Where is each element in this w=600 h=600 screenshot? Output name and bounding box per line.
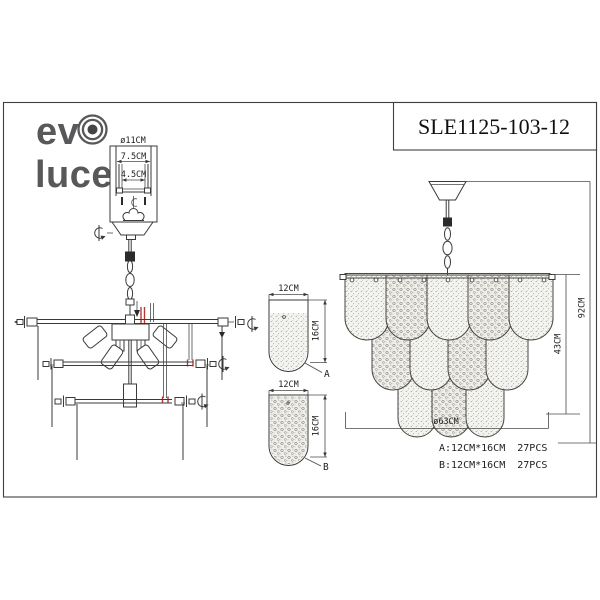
glass-petals bbox=[344, 274, 554, 438]
screw-icon bbox=[445, 277, 451, 283]
glass-petal-front bbox=[508, 274, 554, 341]
glass-petal-front bbox=[385, 274, 431, 341]
screw-icon bbox=[493, 277, 499, 283]
body-height-label: 43CM bbox=[554, 334, 564, 354]
rotation-arrow-icon bbox=[247, 315, 260, 333]
screw-icon bbox=[421, 277, 427, 283]
screw-icon bbox=[349, 277, 355, 283]
petal-a-detail: 12CM 16CM A bbox=[268, 284, 330, 380]
petal-b-height-label: 16CM bbox=[312, 416, 322, 436]
canopy-inner-height-label: 4.5CM bbox=[121, 170, 147, 180]
petal-a-height-label: 16CM bbox=[312, 321, 322, 341]
spec-line-a: A:12CM*16CM 27PCS bbox=[439, 443, 547, 454]
screw-icon bbox=[397, 277, 403, 283]
glass-petal-front bbox=[344, 274, 390, 341]
screw-icon bbox=[517, 277, 523, 283]
petal-a-tag: A bbox=[324, 369, 330, 380]
petal-a-width-label: 12CM bbox=[278, 284, 298, 294]
dimension-43cm: 43CM bbox=[546, 274, 580, 415]
spec-line-b: B:12CM*16CM 27PCS bbox=[439, 460, 547, 471]
lamp-holder bbox=[82, 325, 178, 370]
screw-icons bbox=[349, 277, 547, 283]
canopy-width-label: 7.5CM bbox=[121, 152, 147, 162]
title-box: SLE1125-103-12 bbox=[392, 101, 598, 151]
glass-petal-front bbox=[426, 274, 472, 341]
dimension-63cm: ø63CM bbox=[345, 412, 549, 429]
petal-b-width-label: 12CM bbox=[278, 380, 298, 390]
screw-icon bbox=[541, 277, 547, 283]
rotation-arrow-icon bbox=[94, 224, 107, 242]
brand-word-1: ev bbox=[36, 111, 79, 153]
product-render bbox=[339, 181, 556, 438]
glass-petal-front bbox=[467, 274, 513, 341]
model-number: SLE1125-103-12 bbox=[418, 114, 570, 139]
body-diameter-label: ø63CM bbox=[433, 417, 459, 427]
assembly-diagram bbox=[14, 221, 260, 460]
total-height-label: 92CM bbox=[578, 298, 588, 318]
brand-word-2: luce bbox=[35, 154, 113, 196]
brand-target-icon bbox=[77, 114, 108, 145]
specs-block: A:12CM*16CM 27PCS B:12CM*16CM 27PCS bbox=[439, 443, 547, 471]
petal-b-detail: 12CM 16CM B bbox=[268, 380, 329, 473]
rotation-arrow-icon bbox=[218, 355, 231, 373]
dimension-92cm: 92CM bbox=[459, 181, 596, 444]
canopy-diameter-label: ø11CM bbox=[120, 136, 146, 146]
frame-border bbox=[2, 101, 598, 498]
petal-b-tag: B bbox=[323, 462, 329, 473]
canopy-detail: ø11CM 7.5CM 4.5CM bbox=[109, 136, 158, 223]
brand-logo: ev luce bbox=[35, 111, 113, 196]
screw-icon bbox=[469, 277, 475, 283]
screw-icon bbox=[373, 277, 379, 283]
